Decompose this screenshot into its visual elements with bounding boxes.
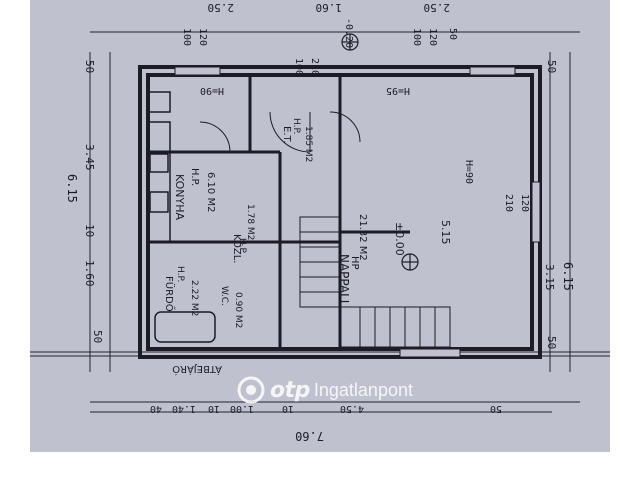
room-furdo-area: 2.22 M2 — [189, 280, 199, 316]
staircase — [299, 216, 451, 348]
room-furdo-hp: H.P. — [175, 266, 185, 282]
room-wc-area: 0.90 M2 — [233, 292, 243, 328]
dim-bottom-7: 50 — [490, 403, 502, 414]
level-label: ±0.00 — [393, 222, 406, 256]
dim-top-1: 2.50 — [208, 1, 235, 14]
room-labels: KONYHA H.P. 6.10 M2 KÖZL. H.P. 1.78 M2 W… — [163, 118, 452, 376]
room-wc-name: W.C. — [219, 286, 229, 306]
dim-right-1: 3.15 — [543, 264, 556, 291]
dim-window-tr-3: 50 — [447, 28, 458, 40]
kitchen-fixtures — [147, 91, 171, 243]
dim-bottom-total: 7.60 — [295, 429, 324, 443]
otp-logo-icon — [237, 376, 265, 404]
dim-right-total: 6.15 — [561, 262, 575, 291]
watermark-brand: otp — [270, 377, 310, 403]
dim-bottom-5: 10 — [282, 403, 294, 414]
dim-right-3: 50 — [545, 336, 558, 349]
room-nappali-name: NAPPALI — [337, 254, 351, 303]
room-kozl-area: 1.78 M2 — [245, 204, 255, 240]
level-marks — [341, 33, 419, 271]
room-konyha-name: KONYHA — [173, 174, 186, 220]
dimension-labels: 2.50 1.60 2.50 100 120 100 120 50 100 21… — [65, 1, 575, 443]
room-nappali-hp: HP — [349, 256, 360, 270]
room-et-hp: H.P. — [291, 118, 301, 134]
watermark-text: Ingatlanpont — [313, 379, 413, 400]
dim-left-total: 6.15 — [65, 174, 79, 203]
bathtub — [154, 311, 216, 343]
dim-bottom-1: 40 — [150, 403, 162, 414]
dim-left-2: 10 — [83, 224, 96, 237]
right-window-w: 120 — [519, 194, 530, 212]
dim-bottom-3: 10 — [208, 403, 220, 414]
room-et-name: E.T. — [281, 126, 292, 144]
room-et-area: 1.85 M2 — [303, 126, 313, 162]
dim-bottom-2: 1.40 — [172, 403, 196, 414]
sill-right: H=95 — [386, 85, 410, 96]
sill-left: H=90 — [200, 85, 224, 96]
dim-left-3: 1.60 — [83, 260, 96, 287]
dim-window-tl-2: 120 — [197, 28, 208, 46]
windows — [174, 66, 541, 358]
right-window-h: 210 — [503, 194, 514, 212]
dim-right-2: 50 — [545, 60, 558, 73]
room-furdo-name: FÜRDŐ — [163, 276, 177, 312]
room-nappali-area: 21.32 M2 — [357, 214, 368, 261]
dim-door-2: 210 — [309, 58, 320, 76]
watermark: otp Ingatlanpont — [236, 372, 413, 408]
room-kozl-name: KÖZL. — [231, 234, 244, 263]
dim-020: -0.20 — [343, 18, 354, 48]
dim-bottom-6: 4.50 — [340, 403, 364, 414]
dim-left-5: 50 — [91, 330, 104, 343]
room-konyha-hp: H.P. — [189, 168, 200, 186]
dim-window-tl-1: 100 — [181, 28, 192, 46]
dim-top-3: 2.50 — [424, 1, 451, 14]
floor-plan-drawing: 2.50 1.60 2.50 100 120 100 120 50 100 21… — [30, 1, 610, 443]
floor-plan-sheet: 2.50 1.60 2.50 100 120 100 120 50 100 21… — [30, 0, 610, 452]
dim-left-4: 50 — [83, 60, 96, 73]
room-nappali-height: 5.15 — [439, 220, 452, 245]
right-window-sill: H=90 — [463, 160, 474, 184]
dim-left-1: 3.45 — [83, 144, 96, 171]
room-kozl-hp: H.P. — [237, 238, 247, 254]
dim-window-tr-2: 120 — [427, 28, 438, 46]
room-konyha-area: 6.10 M2 — [205, 172, 216, 212]
dim-bottom-4: 1.00 — [230, 403, 254, 414]
dim-window-tr-1: 100 — [411, 28, 422, 46]
dim-door-1: 100 — [293, 58, 304, 76]
door-swings — [199, 111, 361, 153]
terrace-label: ÁTBEJÁRÓ — [172, 363, 222, 376]
dim-top-2: 1.60 — [316, 1, 343, 14]
